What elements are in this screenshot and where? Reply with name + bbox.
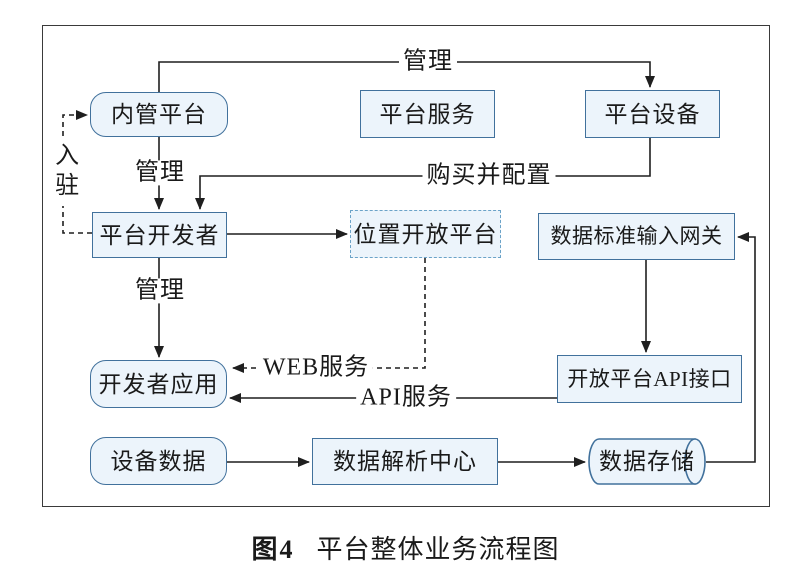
node-developer-app: 开发者应用 <box>90 360 227 408</box>
node-internal-admin-platform: 内管平台 <box>90 92 228 137</box>
node-label: 数据标准输入网关 <box>550 224 723 248</box>
edge-label-manage-mid: 管理 <box>131 160 189 186</box>
node-label: 平台设备 <box>604 101 701 127</box>
node-location-open-platform: 位置开放平台 <box>350 210 501 258</box>
node-label: 开放平台API接口 <box>567 366 732 391</box>
node-label: 数据解析中心 <box>333 449 477 474</box>
node-label: 位置开放平台 <box>353 221 498 247</box>
cylinder-icon <box>588 438 706 485</box>
edge-label-buy-configure: 购买并配置 <box>422 163 556 189</box>
node-data-standard-input-gateway: 数据标准输入网关 <box>538 213 735 260</box>
node-label: 平台服务 <box>379 101 476 127</box>
node-label: 数据存储 <box>599 449 695 474</box>
node-platform-service: 平台服务 <box>360 90 495 138</box>
node-label: 开发者应用 <box>98 371 219 397</box>
node-open-platform-api: 开放平台API接口 <box>557 355 742 403</box>
figure-number: 图4 <box>251 535 295 564</box>
edge-label-api-service: API服务 <box>356 385 456 411</box>
node-data-parsing-center: 数据解析中心 <box>312 438 498 485</box>
node-data-storage: 数据存储 <box>588 438 706 485</box>
edge-label-manage-bottom: 管理 <box>131 278 189 304</box>
node-platform-device: 平台设备 <box>585 90 720 138</box>
figure-caption: 图4 平台整体业务流程图 <box>0 529 811 566</box>
node-device-data: 设备数据 <box>90 437 227 485</box>
edge-label-web-service: WEB服务 <box>258 355 374 381</box>
edge-label-onboard: 入驻 <box>50 138 77 206</box>
node-label: 内管平台 <box>111 102 207 127</box>
edge-label-manage-top: 管理 <box>399 49 457 75</box>
figure-title: 平台整体业务流程图 <box>316 535 560 564</box>
node-label: 设备数据 <box>110 448 207 474</box>
node-label: 平台开发者 <box>99 222 220 248</box>
node-platform-developer: 平台开发者 <box>92 212 227 258</box>
